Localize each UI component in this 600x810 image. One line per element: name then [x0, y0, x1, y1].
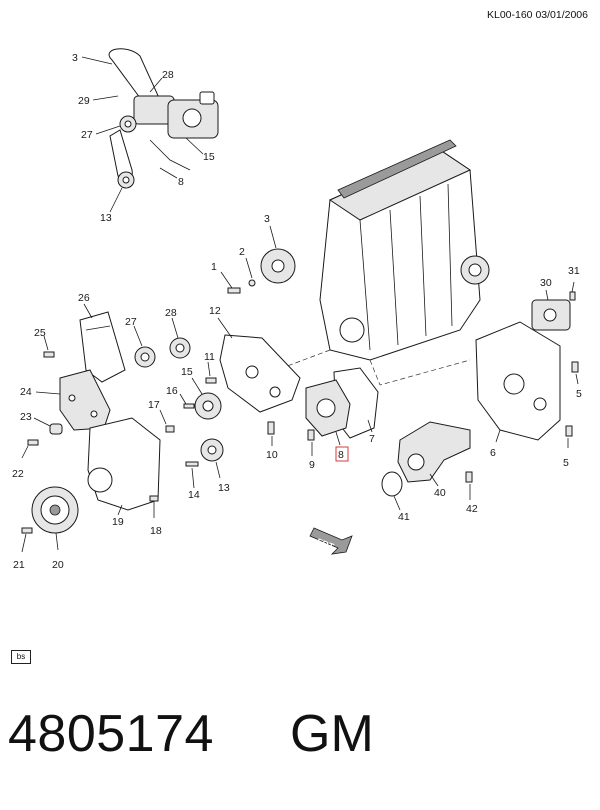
- callout-8: 8: [178, 176, 184, 188]
- highlight-box: [335, 446, 349, 462]
- front-direction-marker: FRT: [309, 527, 353, 555]
- timing-cover-rear: 12 11: [204, 305, 301, 413]
- callout-27: 27: [81, 129, 93, 141]
- callout-24: 24: [20, 386, 32, 398]
- bs-badge: bs: [11, 650, 31, 664]
- callout-5: 5: [576, 388, 582, 400]
- callout-28: 28: [162, 69, 174, 81]
- bracket-24: 24 23 22: [12, 369, 111, 480]
- callout-12: 12: [209, 305, 221, 317]
- callout-22: 22: [12, 468, 24, 480]
- upper-timing-cover: 26 25: [34, 292, 126, 383]
- crank-pulley-assembly: 20 21: [13, 486, 79, 571]
- part-number: 4805174: [8, 705, 214, 763]
- drawing-reference: KL00-160 03/01/2006: [486, 9, 588, 21]
- callout-5: 5: [563, 457, 569, 469]
- camshaft: [337, 139, 457, 199]
- callout-20: 20: [52, 559, 64, 571]
- callout-19: 19: [112, 516, 124, 528]
- callout-13: 13: [100, 212, 112, 224]
- callout-17: 17: [148, 399, 160, 411]
- callout-28: 28: [165, 307, 177, 319]
- callout-9: 9: [309, 459, 315, 471]
- callout-16: 16: [166, 385, 178, 397]
- idler-pulleys: 27 28: [125, 307, 191, 368]
- callout-13: 13: [218, 482, 230, 494]
- callout-14: 14: [188, 489, 200, 501]
- lower-timing-cover: 19 18: [87, 417, 162, 537]
- callout-25: 25: [34, 327, 46, 339]
- callout-41: 41: [398, 511, 410, 523]
- callout-18: 18: [150, 525, 162, 537]
- callout-27: 27: [125, 316, 137, 328]
- engine-block: [249, 139, 490, 386]
- callout-42: 42: [466, 503, 478, 515]
- o-ring: [381, 471, 403, 497]
- crank-gear-assembly: 14 13 10: [185, 421, 278, 501]
- callout-40: 40: [434, 487, 446, 499]
- callout-8: 8: [338, 449, 344, 461]
- callout-15: 15: [181, 366, 193, 378]
- callout-29: 29: [78, 95, 90, 107]
- thermostat-housing: 40 41 42: [381, 421, 478, 523]
- callout-21: 21: [13, 559, 25, 571]
- water-pump-assembly: 9 8 7: [305, 367, 379, 471]
- callout-7: 7: [369, 433, 375, 445]
- belt-drive-assembly: 3 28 29 27 15 8 13: [72, 48, 219, 224]
- callout-15: 15: [203, 151, 215, 163]
- callout-10: 10: [266, 449, 278, 461]
- rear-housing: 6 5 5: [475, 321, 582, 469]
- callout-1: 1: [211, 261, 217, 273]
- brand-name: GM: [290, 705, 374, 763]
- callout-2: 2: [239, 246, 245, 258]
- vacuum-pump-assembly: 30 31: [531, 265, 580, 331]
- bolt-1: [227, 287, 241, 294]
- callout-31: 31: [568, 265, 580, 277]
- callout-26: 26: [78, 292, 90, 304]
- callout-3: 3: [72, 52, 78, 64]
- callout-6: 6: [490, 447, 496, 459]
- crank-seal-area: [339, 317, 365, 343]
- callout-3: 3: [264, 213, 270, 225]
- callout-23: 23: [20, 411, 32, 423]
- callout-30: 30: [540, 277, 552, 289]
- timing-gears: 3 2 1: [211, 213, 296, 294]
- gear-15-assembly: 15 16 17: [148, 366, 222, 433]
- callout-11: 11: [204, 351, 215, 363]
